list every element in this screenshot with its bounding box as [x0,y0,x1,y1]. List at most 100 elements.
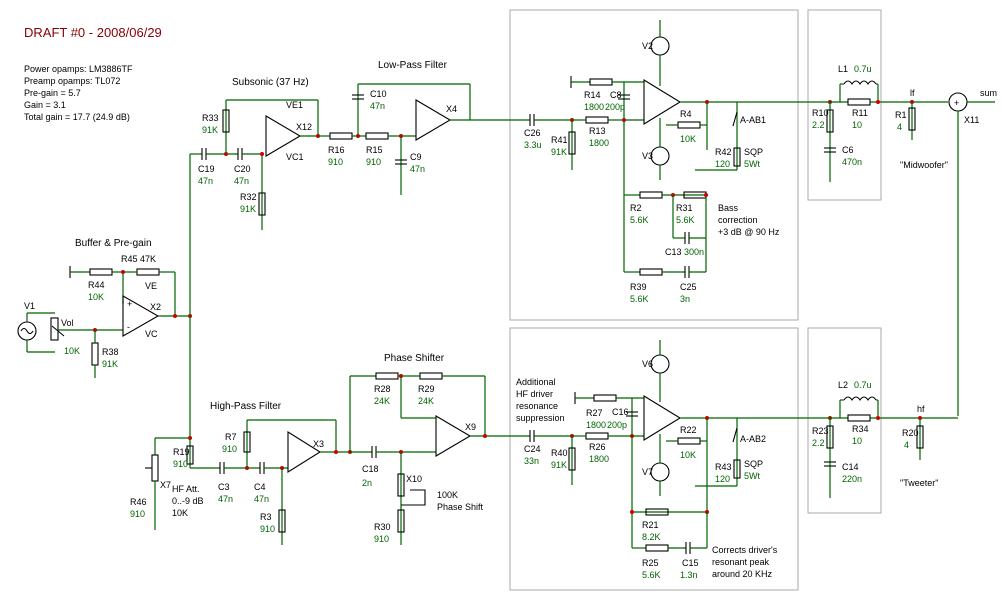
c8-label: C8 [610,90,622,100]
r1-label: R1 [895,110,907,120]
draft-title: DRAFT #0 - 2008/06/29 [24,25,162,40]
opamp-x12 [265,115,302,157]
x12-label: X12 [296,122,312,132]
c26-value: 3.3u [524,140,542,150]
bass-note: correction [718,215,758,225]
x3-label: X3 [313,439,324,449]
phase-shift-note: Phase Shift [437,502,484,512]
r38-label: R38 [102,347,119,357]
r22-value: 10K [680,450,696,460]
sqp-value: 5Wt [744,159,761,169]
r44-label: R44 [88,280,105,290]
c6-value: 470n [842,157,862,167]
r1-value: 4 [897,122,902,132]
ve1-label: VE1 [286,100,303,110]
l1-label: L1 [838,64,848,74]
spec-line: Total gain = 17.7 (24.9 dB) [24,112,130,122]
r41-label: R41 [551,135,568,145]
aab1-label: A-AB1 [740,115,766,125]
phase-title: Phase Shifter [384,353,445,364]
c25-label: C25 [680,282,697,292]
spec-line: Gain = 3.1 [24,100,66,110]
c20-value: 47n [234,176,249,186]
x11-label: X11 [964,115,979,125]
r39-label: R39 [630,282,647,292]
x4-label: X4 [446,104,457,114]
r26-value: 1800 [589,454,609,464]
sum-label: sum [980,88,997,98]
c4-label: C4 [254,482,266,492]
r3-label: R3 [260,512,272,522]
r23-value: 2.2 [812,438,825,448]
r14-value: 1800 [584,102,604,112]
r21-value: 8.2K [642,532,661,542]
lf-label: lf [910,88,915,98]
r19-value: 910 [173,459,188,469]
c18-label: C18 [362,464,379,474]
c3-label: C3 [218,482,230,492]
sum-plus: + [954,98,959,108]
c10-value: 47n [370,101,385,111]
r31-label: R31 [676,203,693,213]
x7-label: X7 [160,480,171,490]
hf-crossover-box [807,327,882,514]
hf-att-note: 10K [172,508,188,518]
sqp2-label: SQP [744,459,763,469]
r44-value: 10K [88,292,104,302]
r42-value: 120 [715,159,730,169]
r28-value: 24K [374,396,390,406]
corrects-note: resonant peak [712,557,770,567]
c24-label: C24 [524,444,541,454]
l2-label: L2 [838,380,848,390]
v2-label: V2 [642,41,653,51]
v2-supply [650,36,670,56]
r13-label: R13 [589,126,606,136]
r27-label: R27 [586,408,603,418]
r38-value: 91K [102,359,118,369]
c9-value: 47n [410,164,425,174]
c9-label: C9 [410,152,422,162]
v7-label: V7 [642,467,653,477]
lf-crossover-box [807,9,882,201]
r40-label: R40 [551,448,568,458]
sqp-label: SQP [744,147,763,157]
c20-label: C20 [234,164,251,174]
svg-text:+: + [127,299,132,309]
lowpass-title: Low-Pass Filter [378,60,448,71]
additional-note: resonance [516,401,558,411]
spec-line: Power opamps: LM3886TF [24,64,133,74]
r39-value: 5.6K [630,294,649,304]
c19-label: C19 [198,164,215,174]
v3-supply [650,146,670,166]
vc1-label: VC1 [286,152,304,162]
midwoofer-label: "Midwoofer" [900,160,948,170]
c8-value: 200p [605,102,625,112]
opamp-x2: + - [122,295,160,337]
power-opamp-lf [643,79,682,125]
additional-note: HF driver [516,389,553,399]
r15-value: 910 [366,157,381,167]
buffer-title: Buffer & Pre-gain [75,238,152,249]
v1-label: V1 [24,301,35,311]
r19-label: R19 [173,447,190,457]
vol-value: 10K [64,346,80,356]
r13-value: 1800 [589,138,609,148]
r3-value: 910 [260,524,275,534]
r20-label: R20 [902,428,919,438]
c25-value: 3n [680,294,690,304]
ve-label: VE [145,281,157,291]
r40-value: 91K [551,460,567,470]
c6-label: C6 [842,145,854,155]
r28-label: R28 [374,384,391,394]
c3-value: 47n [218,494,233,504]
opamp-x9 [435,415,472,457]
r32-label: R32 [240,192,257,202]
c16-value: 200p [607,420,627,430]
hf-att-note: 0..-9 dB [172,496,204,506]
r16-value: 910 [328,157,343,167]
l1-value: 0.7u [854,64,872,74]
r16-label: R16 [328,145,345,155]
vol-pot [50,317,65,341]
r25-label: R25 [642,558,659,568]
